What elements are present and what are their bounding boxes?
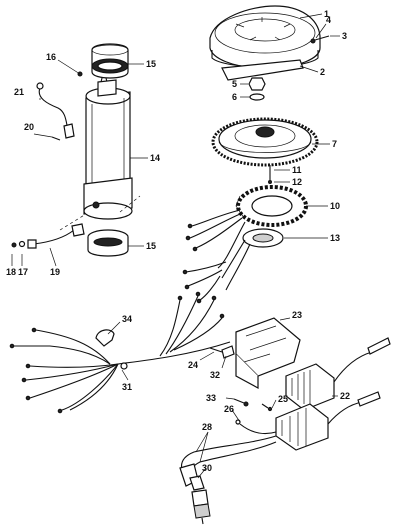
callout-6: 6 <box>232 92 237 102</box>
coil-lead-upper <box>333 351 373 383</box>
callout-22: 22 <box>340 391 350 401</box>
coil-lead-lower <box>327 401 363 425</box>
starter-drive-top <box>91 43 129 79</box>
bracket-screw <box>209 347 223 353</box>
ground-screw <box>11 242 17 248</box>
callout-30: 30 <box>202 463 212 473</box>
callout-labels: 1 4 3 2 5 6 7 11 12 10 13 14 15 15 16 21… <box>6 9 350 473</box>
callout-21: 21 <box>14 87 24 97</box>
starter-motor <box>83 69 133 220</box>
callout-2: 2 <box>320 67 325 77</box>
callout-20: 20 <box>24 122 34 132</box>
callout-33: 33 <box>206 393 216 403</box>
callout-15-top: 15 <box>146 59 156 69</box>
callout-25: 25 <box>278 394 288 404</box>
mounting-bracket <box>235 317 301 390</box>
ground-screw-small <box>261 403 269 409</box>
bracket-washer <box>221 345 235 359</box>
trigger-plate <box>242 228 284 248</box>
flywheel-cover <box>209 5 321 69</box>
ground-wire <box>239 423 277 435</box>
cover-screw <box>314 35 330 41</box>
flywheel-washer <box>249 93 265 101</box>
coil-screw <box>233 398 245 404</box>
flywheel-nut <box>248 77 266 91</box>
callout-17: 17 <box>18 267 28 277</box>
wiring-harness <box>9 291 231 414</box>
terminal-screw <box>51 136 61 141</box>
callout-14: 14 <box>150 153 160 163</box>
coil-nut <box>243 401 249 407</box>
stator-leads <box>182 209 251 304</box>
callout-15-bottom: 15 <box>146 241 156 251</box>
assembly-line-starter <box>59 195 141 231</box>
cover-washer <box>310 38 316 44</box>
flywheel <box>211 117 319 167</box>
stator <box>235 185 308 227</box>
callout-11: 11 <box>292 165 302 175</box>
callout-16: 16 <box>46 52 56 62</box>
callout-10: 10 <box>330 201 340 211</box>
callout-26: 26 <box>224 404 234 414</box>
callout-19: 19 <box>50 267 60 277</box>
cover-bracket <box>221 59 304 81</box>
starter-cable <box>38 87 69 131</box>
plug-boot-2 <box>189 475 205 491</box>
ground-washer <box>18 240 26 248</box>
callout-31: 31 <box>122 382 132 392</box>
ignition-coils <box>275 363 335 451</box>
callout-12: 12 <box>292 177 302 187</box>
callout-13: 13 <box>330 233 340 243</box>
starter-end-cap <box>87 229 129 257</box>
callout-28: 28 <box>202 422 212 432</box>
callout-3: 3 <box>342 31 347 41</box>
key-pin <box>268 180 272 184</box>
callout-32: 32 <box>210 370 220 380</box>
spark-lead-a <box>180 435 277 471</box>
callout-24: 24 <box>188 360 198 370</box>
callout-7: 7 <box>332 139 337 149</box>
callout-5: 5 <box>232 79 237 89</box>
leader-lines <box>11 13 340 479</box>
callout-23: 23 <box>292 310 302 320</box>
spark-plug <box>191 489 211 525</box>
harness-clamp <box>95 329 115 347</box>
callout-34: 34 <box>122 314 132 324</box>
ground-cable <box>33 229 75 245</box>
callout-18: 18 <box>6 267 16 277</box>
callout-4: 4 <box>326 15 331 25</box>
callout-1: 1 <box>324 9 329 19</box>
